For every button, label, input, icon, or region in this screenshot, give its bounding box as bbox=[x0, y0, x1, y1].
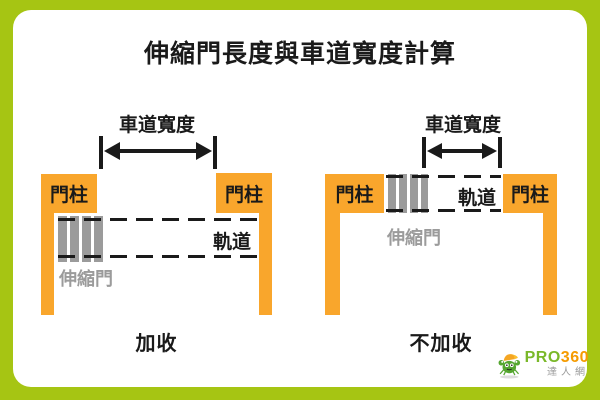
gate-label: 伸縮門 bbox=[59, 269, 113, 289]
gate-post-right-column bbox=[259, 213, 272, 315]
logo-tagline: 達人網 bbox=[547, 367, 589, 378]
page-title: 伸縮門長度與車道寬度計算 bbox=[143, 40, 456, 68]
caption-surcharge: 加收 bbox=[135, 333, 178, 355]
gate-post-left-column bbox=[41, 213, 54, 315]
logo-text: PRO360 達人網 bbox=[525, 350, 589, 378]
logo-360: 360 bbox=[560, 349, 589, 366]
pro360-logo: PRO360 達人網 bbox=[497, 342, 589, 386]
gate-post-right: 門柱 bbox=[503, 174, 557, 213]
track-line-bottom bbox=[58, 255, 258, 258]
gate-post-right: 門柱 bbox=[216, 173, 272, 213]
logo-pro: PRO bbox=[524, 349, 561, 366]
gate-post-left-column bbox=[325, 213, 340, 315]
track-line-top bbox=[58, 218, 258, 221]
lane-width-label-right: 車道寬度 bbox=[424, 115, 501, 136]
gate-post-left: 門柱 bbox=[325, 174, 384, 213]
retractable-gate bbox=[58, 216, 103, 262]
gate-post-left: 門柱 bbox=[41, 174, 97, 213]
gate-label: 伸縮門 bbox=[387, 228, 441, 248]
track-label: 軌道 bbox=[457, 188, 496, 209]
track-line-top bbox=[386, 175, 501, 178]
retractable-gate bbox=[388, 174, 428, 213]
caption-no-surcharge: 不加收 bbox=[409, 333, 473, 355]
gate-post-label: 門柱 bbox=[49, 185, 88, 206]
logo-brand-name: PRO360 bbox=[525, 350, 589, 366]
track-line-bottom bbox=[386, 209, 501, 212]
gate-post-label: 門柱 bbox=[224, 184, 263, 206]
lane-width-arrow-left bbox=[99, 136, 217, 169]
lane-width-label-left: 車道寬度 bbox=[118, 115, 195, 136]
gate-post-right-column bbox=[543, 213, 557, 315]
track-label: 軌道 bbox=[212, 232, 251, 253]
gate-post-label: 門柱 bbox=[335, 185, 374, 206]
content-card bbox=[13, 10, 587, 387]
crab-mascot-icon bbox=[498, 354, 521, 379]
gate-post-label: 門柱 bbox=[510, 185, 549, 206]
lane-width-arrow-right bbox=[422, 137, 502, 168]
